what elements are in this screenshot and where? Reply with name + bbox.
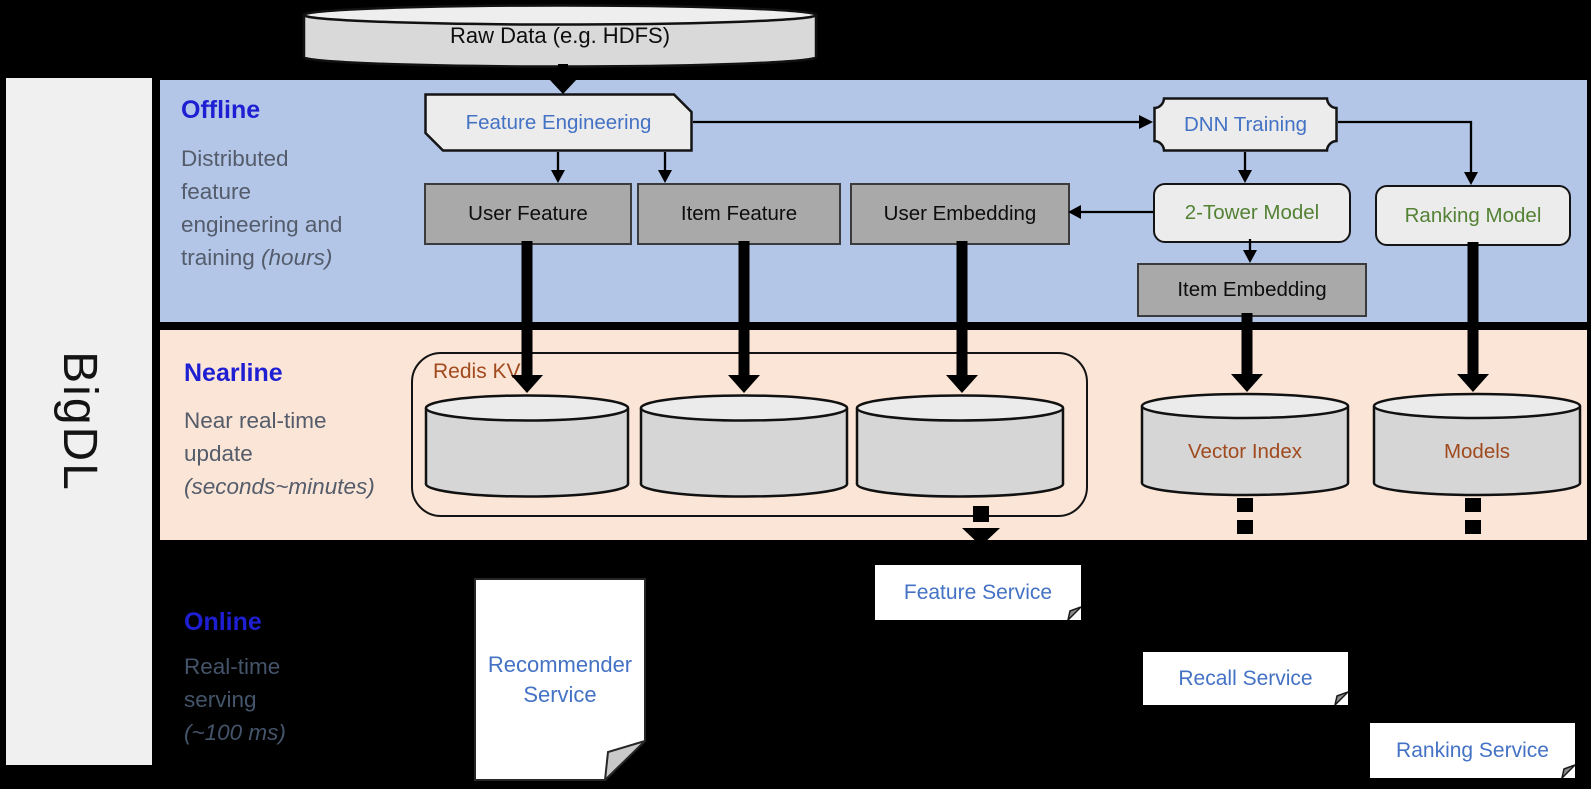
- recommender-service-label: Recommender Service: [487, 651, 633, 707]
- cylinder-shape: [1372, 392, 1582, 497]
- ranking-model-label: Ranking Model: [1404, 203, 1542, 227]
- vector-index-cylinder: Vector Index: [1140, 392, 1350, 497]
- snip-rectangle-shape: [424, 93, 693, 152]
- cylinder-shape: [1140, 392, 1350, 497]
- user-feature-box: User Feature: [424, 183, 632, 245]
- item-feature-label: Item Feature: [680, 202, 798, 225]
- nearline-section-title: Nearline: [184, 359, 283, 387]
- bigdl-brand-label: BigDL: [52, 351, 106, 492]
- offline-section-title: Offline: [181, 96, 261, 124]
- user-embedding-box: User Embedding: [850, 183, 1070, 245]
- cylinder-shape: [302, 4, 818, 68]
- note-shape: [1370, 723, 1575, 778]
- models-cylinder: Models: [1372, 392, 1582, 497]
- redis-cylinder-1: [424, 394, 630, 498]
- ranking-service-label: Ranking Service: [1396, 738, 1549, 762]
- raw-data-label: Raw Data (e.g. HDFS): [449, 23, 671, 48]
- redis-cylinder-3: [855, 394, 1065, 498]
- dnn-training-box: DNN Training: [1153, 97, 1338, 152]
- two-tower-model-label: 2-Tower Model: [1184, 201, 1320, 224]
- redis-cylinder-2: [639, 394, 849, 498]
- recommender-service-doc: Recommender Service: [474, 578, 646, 781]
- redis-kv-label: Redis KV: [433, 360, 521, 383]
- item-embedding-label: Item Embedding: [1177, 278, 1327, 301]
- redis-kv-container: [411, 352, 1088, 517]
- cylinder-shape: [639, 394, 849, 498]
- recall-service-box: Recall Service: [1143, 652, 1348, 705]
- item-feature-box: Item Feature: [637, 183, 841, 245]
- nearline-section-subtitle: Near real-time update (seconds~minutes): [184, 408, 375, 499]
- feature-engineering-label: Feature Engineering: [465, 110, 652, 134]
- document-shape: [474, 578, 646, 781]
- user-embedding-label: User Embedding: [883, 202, 1037, 225]
- recall-service-label: Recall Service: [1178, 666, 1313, 690]
- two-tower-model-box: 2-Tower Model: [1153, 183, 1351, 243]
- online-section-subtitle: Real-time serving (~100 ms): [184, 654, 286, 745]
- cylinder-shape: [855, 394, 1065, 498]
- feature-service-box: Feature Service: [875, 565, 1081, 620]
- feature-service-label: Feature Service: [903, 580, 1053, 604]
- bigdl-sidebar: BigDL: [6, 78, 152, 765]
- offline-section-subtitle: Distributed feature engineering and trai…: [181, 146, 343, 270]
- cylinder-shape: [424, 394, 630, 498]
- raw-data-cylinder: Raw Data (e.g. HDFS): [301, 4, 819, 68]
- ranking-service-box: Ranking Service: [1370, 723, 1575, 778]
- item-embedding-box: Item Embedding: [1137, 263, 1367, 317]
- plaque-shape: [1153, 97, 1338, 152]
- note-shape: [875, 565, 1081, 620]
- dnn-training-label: DNN Training: [1183, 112, 1308, 136]
- feature-engineering-box: Feature Engineering: [424, 93, 693, 152]
- user-feature-label: User Feature: [468, 202, 588, 225]
- models-label: Models: [1443, 439, 1511, 463]
- ranking-model-box: Ranking Model: [1375, 185, 1571, 246]
- online-section-title: Online: [184, 608, 262, 636]
- note-shape: [1143, 652, 1348, 705]
- vector-index-label: Vector Index: [1188, 439, 1302, 463]
